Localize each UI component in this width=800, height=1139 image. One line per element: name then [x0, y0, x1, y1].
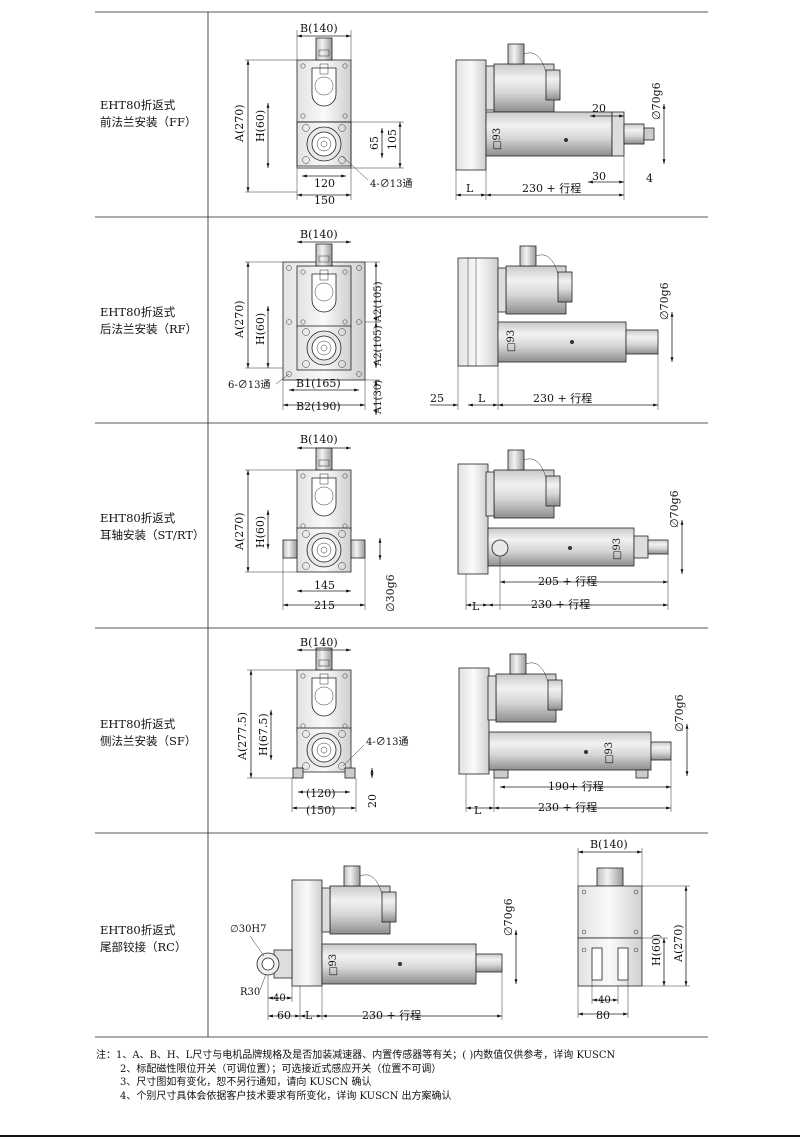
ff-dim-b: B(140)	[300, 22, 338, 35]
row-label-rc: EHT80折返式 尾部铰接（RC）	[100, 923, 187, 954]
rf-dim-h: H(60)	[254, 313, 267, 345]
rc-dim-sq93: □93	[328, 954, 339, 976]
st-dim-l: L	[472, 600, 480, 613]
row-label-ff: EHT80折返式 前法兰安装（FF）	[100, 98, 197, 129]
st-dim-215: 215	[314, 599, 335, 612]
rf-dim-b: B(140)	[300, 228, 338, 241]
st-dim-a: A(270)	[233, 512, 246, 551]
notes: 注：1、A、B、H、L尺寸与电机品牌规格及是否加装减速器、内置传感器等有关；( …	[96, 1049, 615, 1103]
sf-dim-h: H(67.5)	[257, 713, 270, 756]
rc-dim-40: 40	[273, 993, 286, 1004]
ff-dim-holes: 4-∅13通	[370, 178, 412, 190]
sf-dim-phi70: ∅70g6	[673, 694, 686, 732]
ff-dim-105: 105	[386, 129, 399, 150]
sf-dim-holes: 4-∅13通	[366, 736, 408, 748]
rf-dim-a1: A1(30)	[373, 380, 384, 415]
ff-dim-20: 20	[592, 102, 606, 115]
row-label-sf: EHT80折返式 侧法兰安装（SF）	[100, 717, 197, 748]
table-frame	[0, 11, 800, 1137]
ff-dim-sq93: □93	[492, 128, 503, 150]
rf-dim-holes: 6-∅13通	[228, 379, 270, 391]
rc-dim-l: L	[305, 1009, 313, 1022]
sf-dim-stroke: 230 + 行程	[538, 801, 597, 814]
st-dim-phi30: ∅30g6	[384, 574, 397, 612]
st-dim-sq93: □93	[612, 538, 623, 560]
rc-dim-r30: R30	[240, 987, 260, 998]
rc-side-view: □93 ∅30H7 R30 40 60 L 230 + 行程 ∅70g6	[230, 865, 518, 1022]
st-dim-205-stroke: 205 + 行程	[538, 575, 597, 588]
rc-dim-phi30: ∅30H7	[230, 924, 267, 935]
st-dim-b: B(140)	[300, 433, 338, 446]
st-dim-145: 145	[314, 579, 335, 592]
sf-dim-20: 20	[366, 794, 379, 808]
rc-dim-b: B(140)	[590, 838, 628, 851]
rf-dim-b2: B2(190)	[296, 400, 341, 413]
ff-dim-4: 4	[646, 172, 653, 185]
rf-dim-a2-bottom: A2(105)	[373, 325, 384, 367]
rc-dim-60: 60	[277, 1009, 291, 1022]
sf-dim-190-stroke: 190+ 行程	[548, 780, 604, 793]
ff-dim-phi70: ∅70g6	[650, 82, 663, 120]
note-3: 3、尺寸图如有变化，恕不另行通知，请向 KUSCN 确认	[120, 1077, 372, 1088]
rf-dim-stroke: 230 + 行程	[533, 392, 592, 405]
rf-dim-phi70: ∅70g6	[658, 282, 671, 320]
ff-dim-a: A(270)	[233, 104, 246, 143]
rf-side-view: □93 ∅70g6 25 L 230 + 行程	[430, 245, 674, 410]
st-dim-h: H(60)	[254, 516, 267, 548]
rc-front-view: B(140) H(60) A(270) 40 80	[577, 838, 690, 1022]
rf-dim-sq93: □93	[506, 330, 517, 352]
ff-front-view: B(140) A(270) H(60) 65 105 120 150 4-∅13…	[233, 22, 412, 207]
sf-dim-a: A(277.5)	[236, 712, 249, 761]
sf-dim-150: (150)	[306, 804, 336, 817]
ff-dim-30: 30	[592, 170, 606, 183]
ff-dim-150: 150	[314, 194, 335, 207]
note-4: 4、个别尺寸具体会依据客户技术要求有所变化，详询 KUSCN 出方案确认	[120, 1090, 452, 1102]
note-2: 2、标配磁性限位开关（可调位置）；可选接近式感应开关（位置不可调）	[120, 1063, 442, 1075]
rc-dim-e40: 40	[598, 995, 611, 1006]
rc-dim-h: H(60)	[650, 934, 663, 966]
rf-dim-a2-top: A2(105)	[373, 281, 384, 323]
sf-dim-120: (120)	[306, 787, 336, 800]
rc-dim-stroke: 230 + 行程	[362, 1009, 421, 1022]
note-1: 注：1、A、B、H、L尺寸与电机品牌规格及是否加装减速器、内置传感器等有关；( …	[96, 1050, 616, 1061]
st-dim-phi70: ∅70g6	[668, 490, 681, 528]
rf-dim-a: A(270)	[233, 300, 246, 339]
rf-dim-25: 25	[430, 392, 444, 405]
rf-dim-l: L	[478, 392, 486, 405]
sf-dim-l: L	[474, 804, 482, 817]
row-label-st: EHT80折返式 耳轴安装（ST/RT）	[100, 511, 205, 542]
rc-dim-a: A(270)	[672, 924, 685, 963]
rc-dim-phi70: ∅70g6	[502, 898, 515, 936]
ff-dim-l: L	[466, 182, 474, 195]
rf-dim-b1: B1(165)	[296, 377, 341, 390]
ff-dim-stroke: 230 + 行程	[522, 182, 581, 195]
row-label-rf: EHT80折返式 后法兰安装（RF）	[100, 305, 198, 336]
st-dim-stroke: 230 + 行程	[531, 598, 590, 611]
sf-dim-b: B(140)	[300, 636, 338, 649]
st-side-view: □93 ∅70g6 205 + 行程 L 230 + 行程	[457, 449, 684, 613]
ff-dim-120: 120	[314, 177, 335, 190]
st-front-view: B(140) A(270) H(60) 145 215 ∅30g6	[233, 433, 397, 612]
sf-front-view: B(140) A(277.5) H(67.5) 4-∅13通 (120) (15…	[236, 636, 408, 817]
ff-dim-65: 65	[368, 136, 381, 150]
rf-front-view: B(140) A(270) H(60) A2(105) A2(105) A1(3…	[228, 228, 384, 415]
ff-side-view: □93 20 ∅70g6 30 4 L 230 + 行程	[455, 43, 666, 200]
sf-side-view: □93 ∅70g6 190+ 行程 L 230 + 行程	[458, 653, 689, 817]
ff-dim-h: H(60)	[254, 110, 267, 142]
rc-dim-e80: 80	[596, 1009, 610, 1022]
sf-dim-sq93: □93	[604, 742, 615, 764]
